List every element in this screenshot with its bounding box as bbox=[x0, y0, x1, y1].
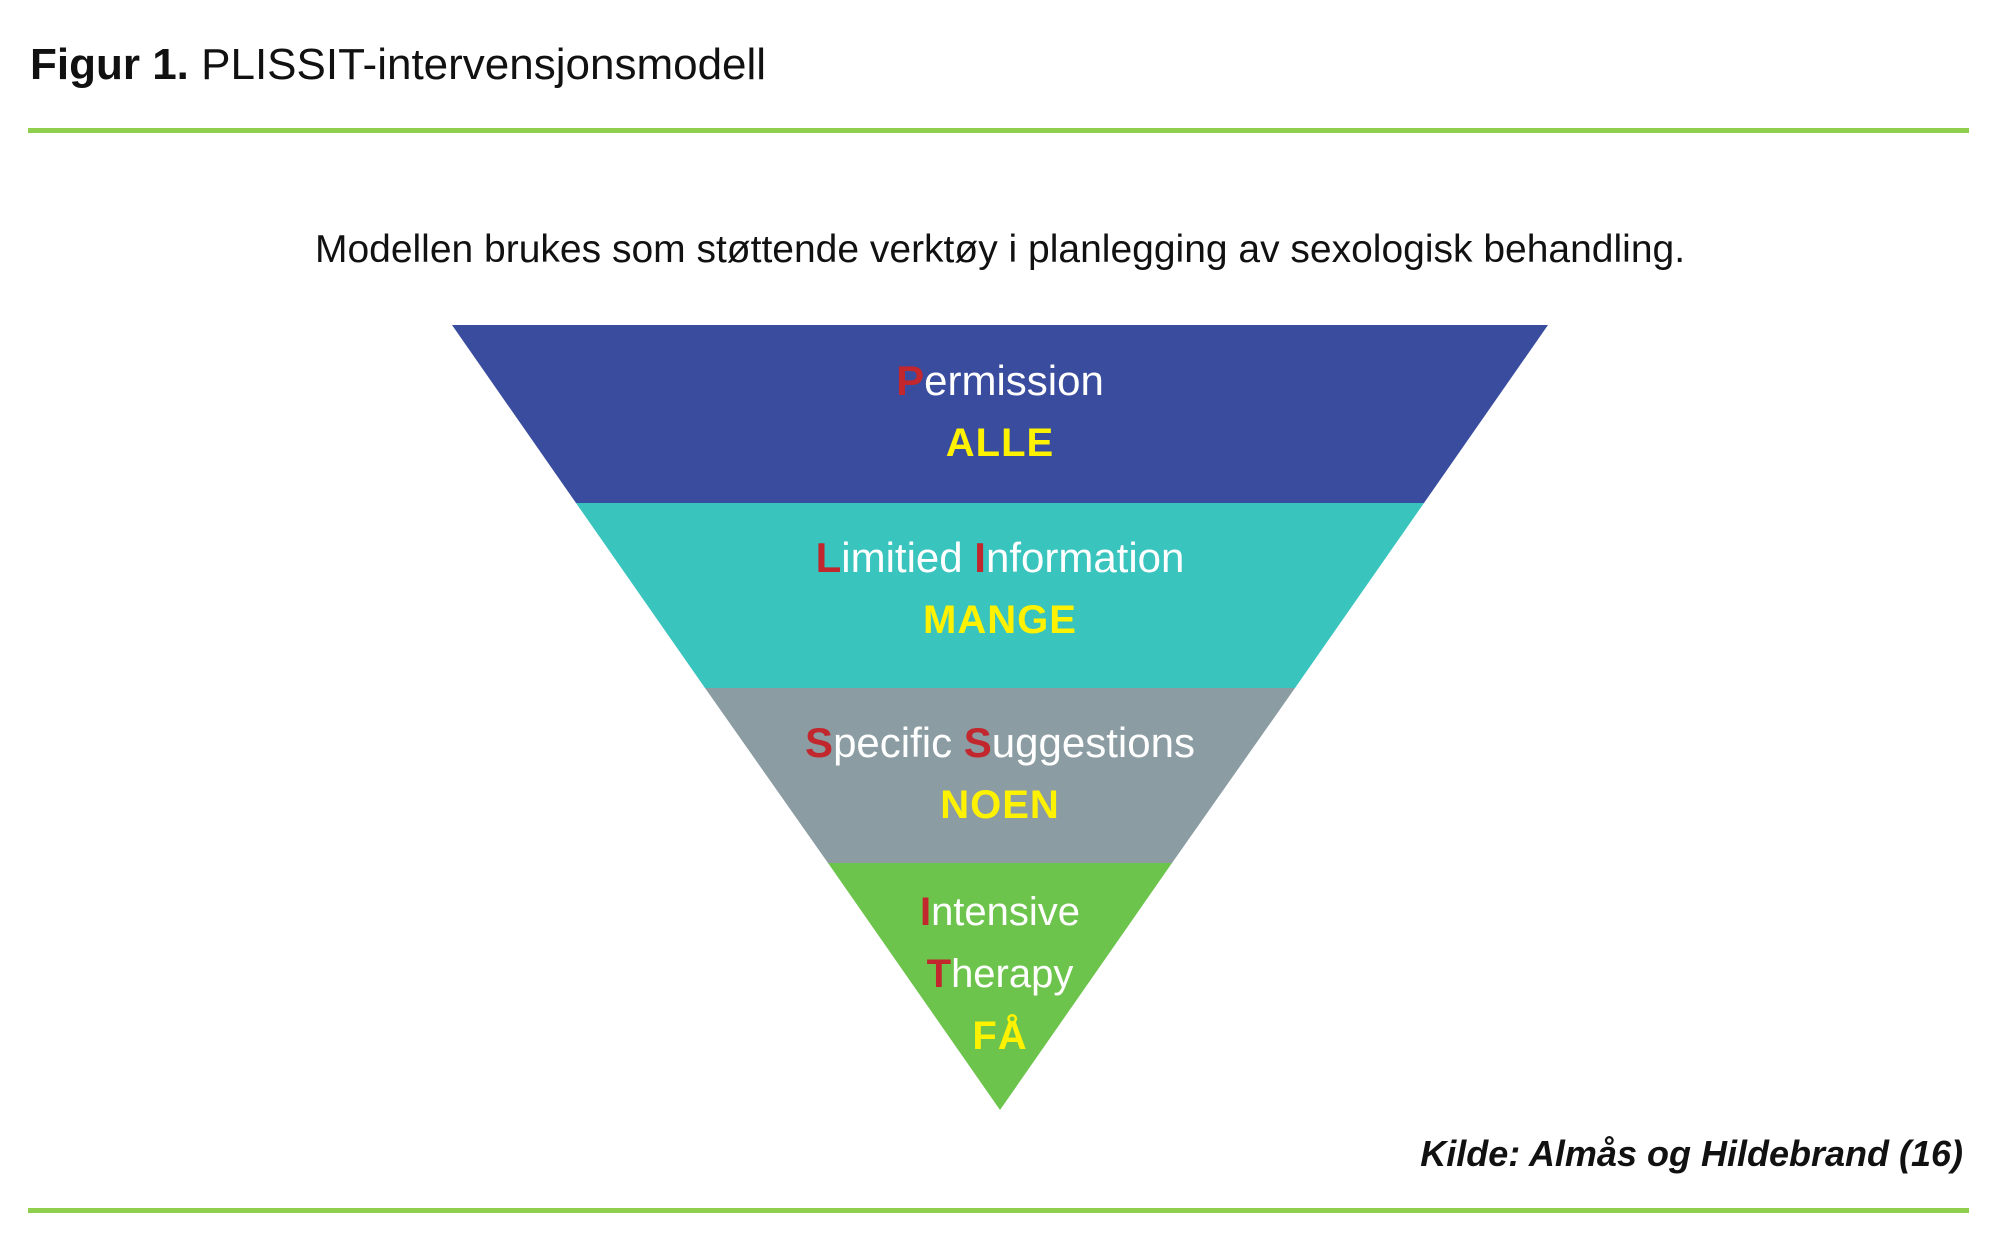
level-title-permission: Permission bbox=[0, 350, 2000, 412]
figure-title-text: PLISSIT-intervensjonsmodell bbox=[188, 40, 767, 89]
initial-letter-s2: S bbox=[963, 719, 992, 766]
level-title-specific-suggestions: Specific Suggestions bbox=[0, 712, 2000, 774]
initial-letter-i2: I bbox=[919, 890, 932, 934]
level-title-rest: uggestions bbox=[991, 719, 1195, 766]
level-audience-mange: MANGE bbox=[923, 598, 1077, 642]
level-title-therapy: Therapy bbox=[0, 943, 2000, 1005]
figure-subtitle: Modellen brukes som støttende verktøy i … bbox=[314, 228, 1686, 271]
initial-letter-i: I bbox=[974, 534, 986, 581]
level-text-specific-suggestions: Specific Suggestions NOEN bbox=[0, 712, 2000, 836]
level-title-rest: imitied bbox=[841, 534, 975, 581]
source-citation: Kilde: Almås og Hildebrand (16) bbox=[1420, 1133, 1963, 1174]
level-title-rest: ntensive bbox=[931, 890, 1081, 934]
level-text-permission: Permission ALLE bbox=[0, 350, 2000, 474]
figure-title: Figur 1. PLISSIT-intervensjonsmodell bbox=[30, 40, 766, 91]
initial-letter-s1: S bbox=[805, 719, 834, 766]
level-title-rest: ermission bbox=[924, 357, 1104, 404]
level-title-rest: nformation bbox=[985, 534, 1185, 581]
level-audience-faa: FÅ bbox=[972, 1014, 1028, 1058]
top-divider bbox=[28, 128, 1969, 133]
initial-letter-t: T bbox=[926, 952, 952, 996]
level-text-limited-information: Limitied Information MANGE bbox=[0, 527, 2000, 651]
level-title-limited-information: Limitied Information bbox=[0, 527, 2000, 589]
initial-letter-p: P bbox=[896, 357, 925, 404]
figure-number: Figur 1. bbox=[30, 40, 189, 89]
initial-letter-l: L bbox=[815, 534, 842, 581]
bottom-divider bbox=[28, 1208, 1969, 1213]
level-audience-alle: ALLE bbox=[945, 421, 1055, 465]
level-text-intensive-therapy: Intensive Therapy FÅ bbox=[0, 881, 2000, 1067]
level-audience-noen: NOEN bbox=[940, 783, 1060, 827]
level-title-intensive: Intensive bbox=[0, 881, 2000, 943]
funnel-level-permission-shape bbox=[452, 325, 1548, 503]
level-title-rest: herapy bbox=[951, 952, 1074, 996]
level-title-rest: pecific bbox=[833, 719, 964, 766]
funnel-level-limited-information-shape bbox=[576, 503, 1424, 688]
